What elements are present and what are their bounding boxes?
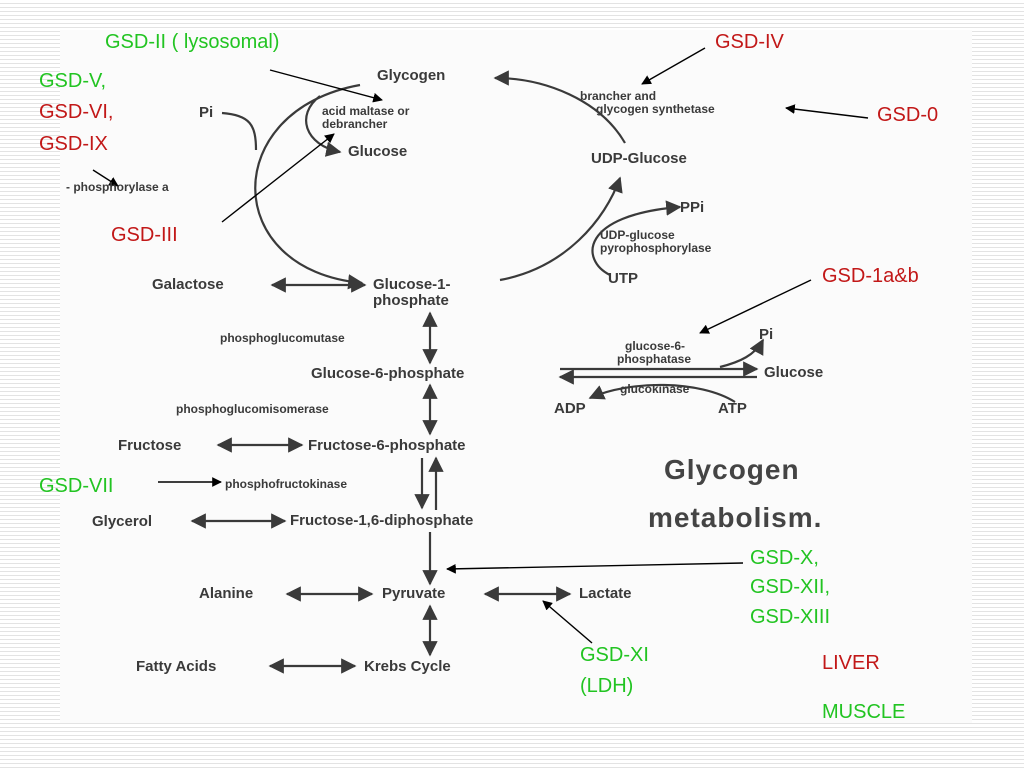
label-gsd-v: GSD-V, <box>39 70 107 92</box>
node-udp-glucose: UDP-Glucose <box>591 150 687 167</box>
node-glycogen-synthetase: glycogen synthetase <box>596 102 715 116</box>
label-gsd-1ab: GSD-1a&b <box>822 265 919 287</box>
node-f16dp: Fructose-1,6-diphosphate <box>290 512 474 529</box>
arc-utp-ppi <box>591 200 682 276</box>
node-adp: ADP <box>554 400 586 417</box>
node-udp-ppase-2: pyrophosphorylase <box>600 241 712 255</box>
label-gsd-xi: GSD-XI <box>580 644 649 666</box>
label-gsd-xiii: GSD-XIII <box>750 606 831 628</box>
label-gsd-vi: GSD-VI, <box>39 101 114 123</box>
label-gsd-xii: GSD-XII, <box>750 576 831 598</box>
arc-udpglucose-to-glycogen <box>493 70 626 144</box>
label-gsd-ix: GSD-IX <box>39 133 108 155</box>
node-pyruvate: Pyruvate <box>382 585 446 602</box>
node-lactate: Lactate <box>579 585 632 602</box>
node-debrancher: debrancher <box>322 117 388 131</box>
label-ldh: (LDH) <box>580 675 634 697</box>
node-krebs-cycle: Krebs Cycle <box>364 658 451 675</box>
scanned-figure <box>60 30 972 723</box>
pointer-gsd-iv <box>641 47 706 85</box>
node-utp: UTP <box>608 270 638 287</box>
node-brancher: brancher and <box>580 89 657 103</box>
node-phosphorylase: - phosphorylase a <box>66 180 169 194</box>
pointer-gsd-xi <box>542 600 593 644</box>
node-g6pase-1: glucose-6- <box>625 339 686 353</box>
node-ppi: PPi <box>680 199 705 216</box>
node-pfk: phosphofructokinase <box>225 477 348 491</box>
pointer-gsd-ii <box>269 69 383 103</box>
node-glycerol: Glycerol <box>92 513 153 530</box>
node-glucokinase: glucokinase <box>620 382 690 396</box>
node-alanine: Alanine <box>199 585 254 602</box>
arc-g1p-to-udpglucose <box>499 176 623 282</box>
node-g6p: Glucose-6-phosphate <box>311 365 465 382</box>
node-galactose: Galactose <box>152 276 224 293</box>
node-g1p-line1: Glucose-1- <box>373 276 451 293</box>
pointer-gsd-x <box>446 562 744 574</box>
figure-title-line2: metabolism. <box>648 502 823 533</box>
arc-atp-adp <box>588 383 736 403</box>
label-gsd-ii: GSD-II ( lysosomal) <box>105 31 280 53</box>
pointer-gsd-0 <box>785 104 869 119</box>
node-g1p-line2: phosphate <box>373 292 449 309</box>
pointer-gsd-iii <box>221 133 335 223</box>
pointer-gsd-1ab <box>699 279 812 334</box>
figure-title-line1: Glycogen <box>664 454 800 485</box>
node-pi-right: Pi <box>759 326 774 343</box>
label-gsd-x: GSD-X, <box>750 547 819 569</box>
node-g6pase-2: phosphatase <box>617 352 692 366</box>
arc-glycogen-to-glucose <box>305 95 342 157</box>
pointer-gsd-v <box>92 169 119 187</box>
node-udp-ppase-1: UDP-glucose <box>600 228 675 242</box>
label-gsd-iii: GSD-III <box>111 224 178 246</box>
node-pi-left: Pi <box>199 104 214 121</box>
arc-glycogen-to-g1p <box>254 83 364 290</box>
node-phosphoglucoisomerase: phosphoglucomisomerase <box>176 402 329 416</box>
node-fructose: Fructose <box>118 437 182 454</box>
label-gsd-iv: GSD-IV <box>715 31 784 53</box>
legend-muscle: MUSCLE <box>822 701 906 723</box>
node-acid-maltase: acid maltase or <box>322 104 410 118</box>
arc-pi <box>221 111 258 151</box>
legend-liver: LIVER <box>822 652 880 674</box>
node-glycogen: Glycogen <box>377 67 446 84</box>
label-gsd-0: GSD-0 <box>877 104 939 126</box>
arc-pi-release <box>719 338 764 369</box>
node-atp: ATP <box>718 400 747 417</box>
node-glucose-right: Glucose <box>764 364 824 381</box>
node-fatty-acids: Fatty Acids <box>136 658 217 675</box>
node-phosphoglucomutase: phosphoglucomutase <box>220 331 345 345</box>
node-f6p: Fructose-6-phosphate <box>308 437 466 454</box>
label-gsd-vii: GSD-VII <box>39 475 114 497</box>
node-glucose-top: Glucose <box>348 143 408 160</box>
